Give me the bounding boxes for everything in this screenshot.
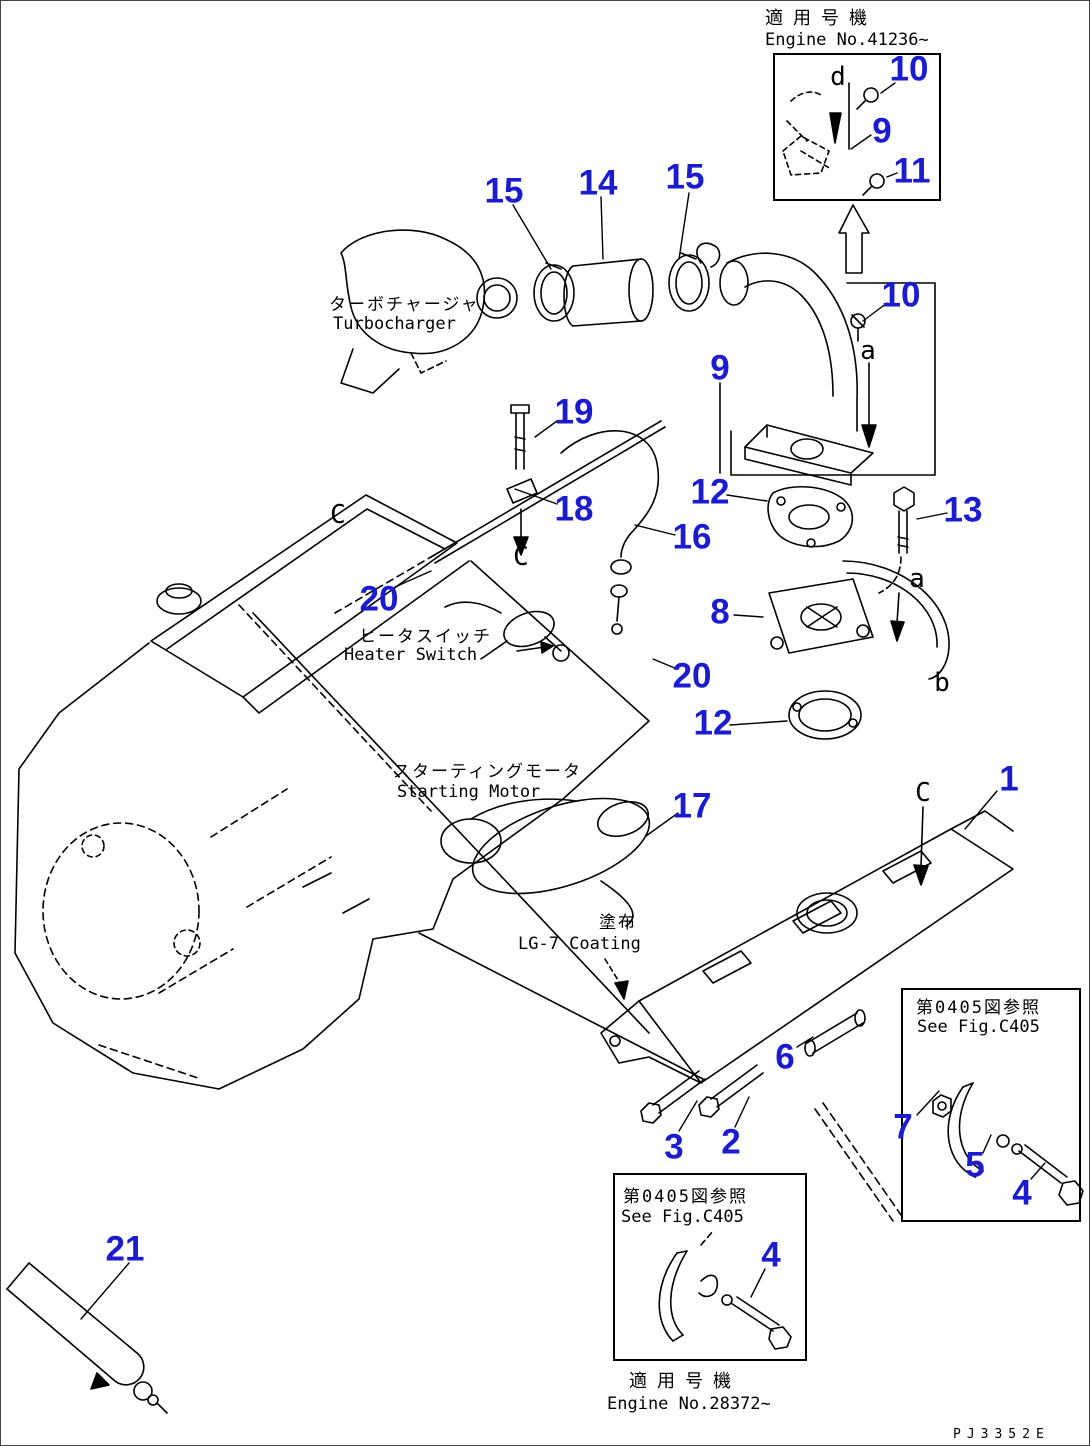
hose-and-clamps-drawing	[533, 252, 710, 327]
marker-c: C	[330, 500, 346, 530]
serial-bottom-en: Engine No.28372~	[607, 1394, 771, 1414]
callout-part-12: 12	[693, 703, 733, 743]
serial-top-jp: 適用号機	[765, 8, 877, 29]
gasket-lower-drawing	[788, 690, 862, 740]
callout-part-14: 14	[578, 163, 618, 203]
see-fig-right-jp: 第0405図参照	[916, 998, 1041, 1018]
callout-part-8: 8	[710, 592, 730, 632]
turbocharger-label-en: Turbocharger	[333, 314, 456, 334]
part-21-drawing	[6, 1262, 168, 1414]
breather-hose-drawing	[560, 430, 660, 635]
turbocharger-drawing	[340, 229, 518, 394]
engine-block-drawing	[14, 494, 704, 1090]
callout-part-20: 20	[672, 656, 712, 696]
callout-part-10: 10	[889, 49, 929, 89]
marker-a: a	[909, 564, 925, 594]
marker-c: C	[915, 778, 931, 808]
marker-c: C	[513, 542, 529, 572]
heater-switch-drawing	[444, 601, 570, 662]
air-connector-drawing	[696, 242, 936, 486]
callout-part-9: 9	[872, 111, 892, 151]
see-fig-bottom-jp: 第0405図参照	[623, 1187, 748, 1207]
callout-part-3: 3	[664, 1127, 684, 1167]
coating-label-en: LG-7 Coating	[518, 934, 641, 954]
gasket-upper-drawing	[767, 485, 854, 548]
callout-part-9: 9	[710, 348, 730, 388]
spacer-and-stud-drawing	[804, 1009, 902, 1222]
see-fig-right-en: See Fig.C405	[917, 1017, 1040, 1037]
starting-motor-label-jp: スターティングモータ	[393, 762, 582, 782]
serial-bottom-jp: 適用号機	[629, 1371, 741, 1392]
see-fig-right-box	[901, 988, 1081, 1222]
serial-inset-box	[773, 53, 941, 201]
callout-part-18: 18	[554, 489, 594, 529]
doc-code: PJ3352E	[953, 1427, 1050, 1442]
callout-part-6: 6	[775, 1037, 795, 1077]
serial-top-en: Engine No.41236~	[765, 30, 929, 50]
marker-b: b	[934, 668, 950, 698]
callout-part-4: 4	[1012, 1173, 1032, 1213]
mount-bolts-drawing	[640, 1064, 764, 1124]
callout-part-21: 21	[105, 1229, 145, 1269]
starting-motor-label-en: Starting Motor	[397, 782, 541, 802]
heater-switch-label-en: Heater Switch	[344, 645, 478, 665]
callout-part-16: 16	[672, 517, 712, 557]
intake-manifold-drawing	[600, 806, 1014, 1084]
callout-part-15: 15	[484, 171, 524, 211]
marker-d: d	[830, 62, 846, 92]
callout-part-13: 13	[943, 490, 983, 530]
turbocharger-label-jp: ターボチャージャ	[329, 295, 480, 315]
leader-lines	[80, 82, 1046, 1320]
coating-label-jp: 塗布	[599, 913, 637, 933]
callout-part-11: 11	[893, 151, 931, 191]
callout-part-7: 7	[893, 1107, 913, 1147]
callout-part-17: 17	[672, 786, 712, 826]
callout-part-20: 20	[359, 579, 399, 619]
bolt-13-drawing	[878, 486, 915, 594]
heater-connector-drawing	[768, 560, 950, 680]
callout-part-1: 1	[999, 759, 1019, 799]
rod-and-bolt-drawing	[334, 404, 666, 614]
coating-arrow-drawing	[604, 958, 629, 1000]
bottom-figbox-parts-drawing	[658, 1230, 792, 1350]
callout-part-2: 2	[721, 1122, 741, 1162]
see-fig-bottom-en: See Fig.C405	[621, 1207, 744, 1227]
see-fig-bottom-box	[613, 1173, 807, 1361]
up-arrow-drawing	[838, 204, 870, 274]
callout-part-15: 15	[665, 157, 705, 197]
starting-motor-drawing	[440, 797, 651, 927]
marker-a: a	[860, 336, 876, 366]
callout-part-12: 12	[690, 472, 730, 512]
callout-part-5: 5	[965, 1145, 985, 1185]
callout-part-10: 10	[881, 275, 921, 315]
heater-switch-label-jp: ヒータスイッチ	[359, 627, 492, 647]
callout-part-19: 19	[554, 392, 594, 432]
inset-detail-drawing	[782, 82, 885, 196]
callout-part-4: 4	[761, 1235, 781, 1275]
